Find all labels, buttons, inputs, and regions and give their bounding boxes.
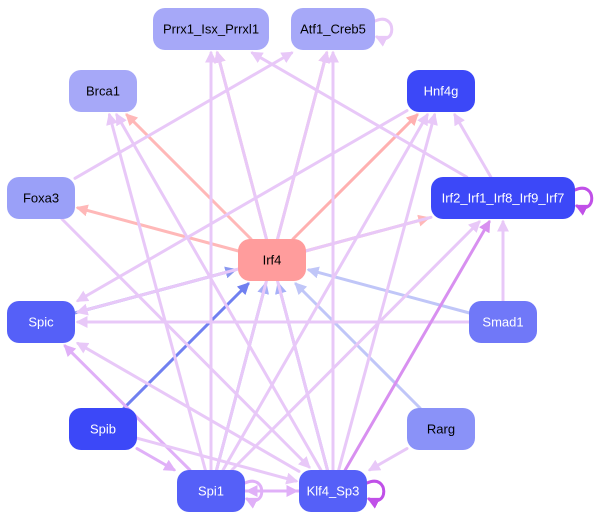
node-irf2[interactable]: Irf2_Irf1_Irf8_Irf9_Irf7 [431,177,575,219]
edge-rarg-to-klf4 [367,447,409,472]
node-label: Klf4_Sp3 [307,484,360,499]
node-label: Spib [90,422,116,437]
edges-layer [60,17,594,509]
node-label: Irf2_Irf1_Irf8_Irf9_Irf7 [442,191,565,206]
node-label: Spic [28,315,54,330]
edge-klf4-to-brca1 [115,112,323,472]
node-label: Atf1_Creb5 [300,22,366,37]
edge-hnf4g-to-spic [75,109,409,303]
node-label: Rarg [427,422,455,437]
edge-irf4-to-brca1 [125,113,253,241]
edge-atf1-to-atf1 [373,17,394,47]
edge-spi1-to-brca1 [106,112,207,472]
edge-spi1-to-irf2 [230,220,481,472]
edge-spi1-to-hnf4g [221,112,429,472]
node-spic[interactable]: Spic [7,301,75,343]
node-label: Prrx1_Isx_Prrxl1 [163,22,259,37]
node-atf1[interactable]: Atf1_Creb5 [291,8,375,50]
nodes-layer: Prrx1_Isx_Prrxl1 Atf1_Creb5 Brca1 Hnf4g … [7,8,575,512]
edge-irf4-to-foxa3 [75,204,240,253]
edge-spib-to-klf4 [135,436,299,485]
node-label: Brca1 [86,84,120,99]
node-foxa3[interactable]: Foxa3 [7,177,75,219]
edge-spib-to-spi1 [135,447,177,472]
node-label: Irf4 [263,253,282,268]
node-irf4[interactable]: Irf4 [238,239,306,281]
edge-klf4-to-spic [75,341,301,473]
edge-spib-to-irf4 [122,282,250,410]
node-label: Spi1 [198,484,224,499]
edge-klf4-to-klf4 [365,479,386,509]
node-prrx1[interactable]: Prrx1_Isx_Prrxl1 [153,8,269,50]
edge-irf2-to-hnf4g [453,112,493,179]
node-rarg[interactable]: Rarg [407,408,475,450]
node-brca1[interactable]: Brca1 [69,70,137,112]
node-klf4[interactable]: Klf4_Sp3 [299,470,367,512]
edge-rarg-to-irf4 [294,282,422,410]
edge-klf4-to-hnf4g [337,112,438,472]
edge-spi1-to-spic [63,344,192,472]
node-label: Hnf4g [424,84,459,99]
edge-irf2-to-prrx1 [250,51,469,179]
edge-irf2-to-irf2 [573,186,594,216]
edge-irf4-to-hnf4g [291,113,419,241]
edge-klf4-to-irf2 [343,219,491,472]
node-smad1[interactable]: Smad1 [469,301,537,343]
edge-foxa3-to-atf1 [73,51,294,180]
node-label: Foxa3 [23,191,59,206]
node-label: Smad1 [482,315,523,330]
edge-foxa3-to-klf4 [60,217,311,469]
node-spib[interactable]: Spib [69,408,137,450]
node-spi1[interactable]: Spi1 [177,470,245,512]
node-hnf4g[interactable]: Hnf4g [407,70,475,112]
